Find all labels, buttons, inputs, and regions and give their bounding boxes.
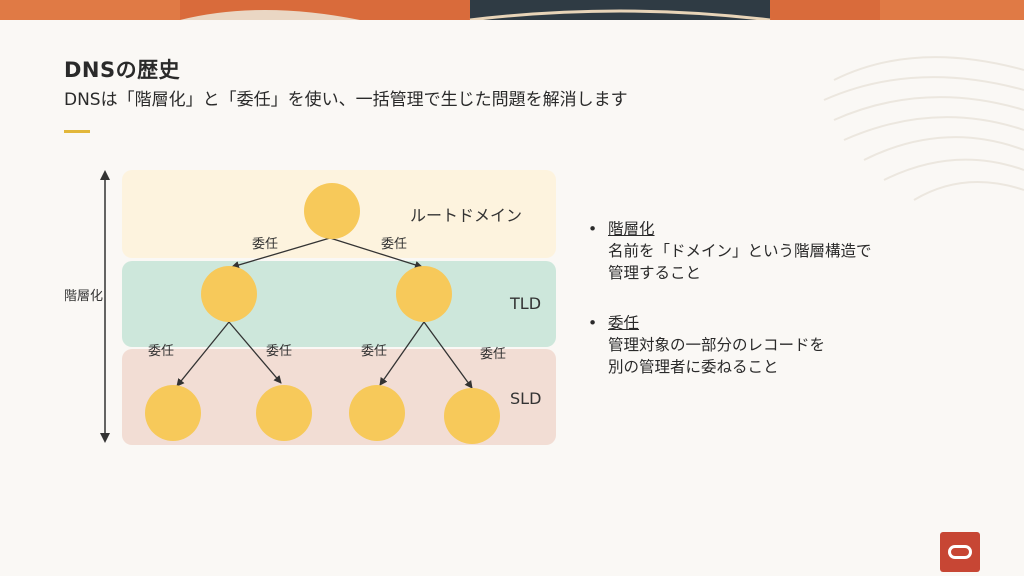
edge-label: 委任 — [381, 237, 407, 252]
node-sld-3 — [349, 385, 405, 441]
bullet-item: • 階層化 名前を「ドメイン」という階層構造で 管理すること — [588, 218, 872, 284]
bullet-marker: • — [588, 220, 598, 238]
edge-tld1-sld2 — [228, 321, 282, 384]
logo-ring — [948, 545, 972, 559]
edge-tld1-sld1 — [176, 321, 230, 387]
edge-tld2-sld3 — [379, 321, 425, 386]
node-sld-2 — [256, 385, 312, 441]
layer-label-root: ルートドメイン — [410, 206, 522, 225]
node-root — [304, 183, 360, 239]
decorative-banner — [0, 0, 1024, 20]
accent-bar — [64, 130, 90, 133]
hierarchy-axis-label: 階層化 — [64, 289, 103, 304]
slide-title: DNSの歴史 — [64, 58, 181, 82]
bullet-list: • 階層化 名前を「ドメイン」という階層構造で 管理すること • 委任 管理対象… — [588, 218, 872, 406]
bullet-item: • 委任 管理対象の一部分のレコードを 別の管理者に委ねること — [588, 312, 872, 378]
bullet-heading: 委任 — [608, 314, 640, 332]
node-tld-1 — [201, 266, 257, 322]
layer-label-tld: TLD — [509, 294, 541, 313]
decorative-pattern — [794, 20, 1024, 250]
bullet-marker: • — [588, 314, 598, 332]
slide-subtitle: DNSは「階層化」と「委任」を使い、一括管理で生じた問題を解消します — [64, 90, 628, 110]
edge-label: 委任 — [361, 344, 387, 359]
bullet-description: 管理対象の一部分のレコードを 別の管理者に委ねること — [608, 336, 826, 376]
brand-logo-icon — [940, 532, 980, 572]
edge-label: 委任 — [266, 344, 292, 359]
layer-label-sld: SLD — [510, 389, 541, 408]
bullet-heading: 階層化 — [608, 220, 655, 238]
bullet-description: 名前を「ドメイン」という階層構造で 管理すること — [608, 242, 872, 282]
node-sld-4 — [444, 388, 500, 444]
edge-label: 委任 — [148, 344, 174, 359]
edge-label: 委任 — [480, 347, 506, 362]
edge-tld2-sld4 — [423, 321, 473, 389]
node-sld-1 — [145, 385, 201, 441]
edge-label: 委任 — [252, 237, 278, 252]
edge-root-tld1 — [231, 237, 331, 269]
layer-tld — [122, 261, 556, 347]
edge-root-tld2 — [329, 237, 423, 269]
node-tld-2 — [396, 266, 452, 322]
